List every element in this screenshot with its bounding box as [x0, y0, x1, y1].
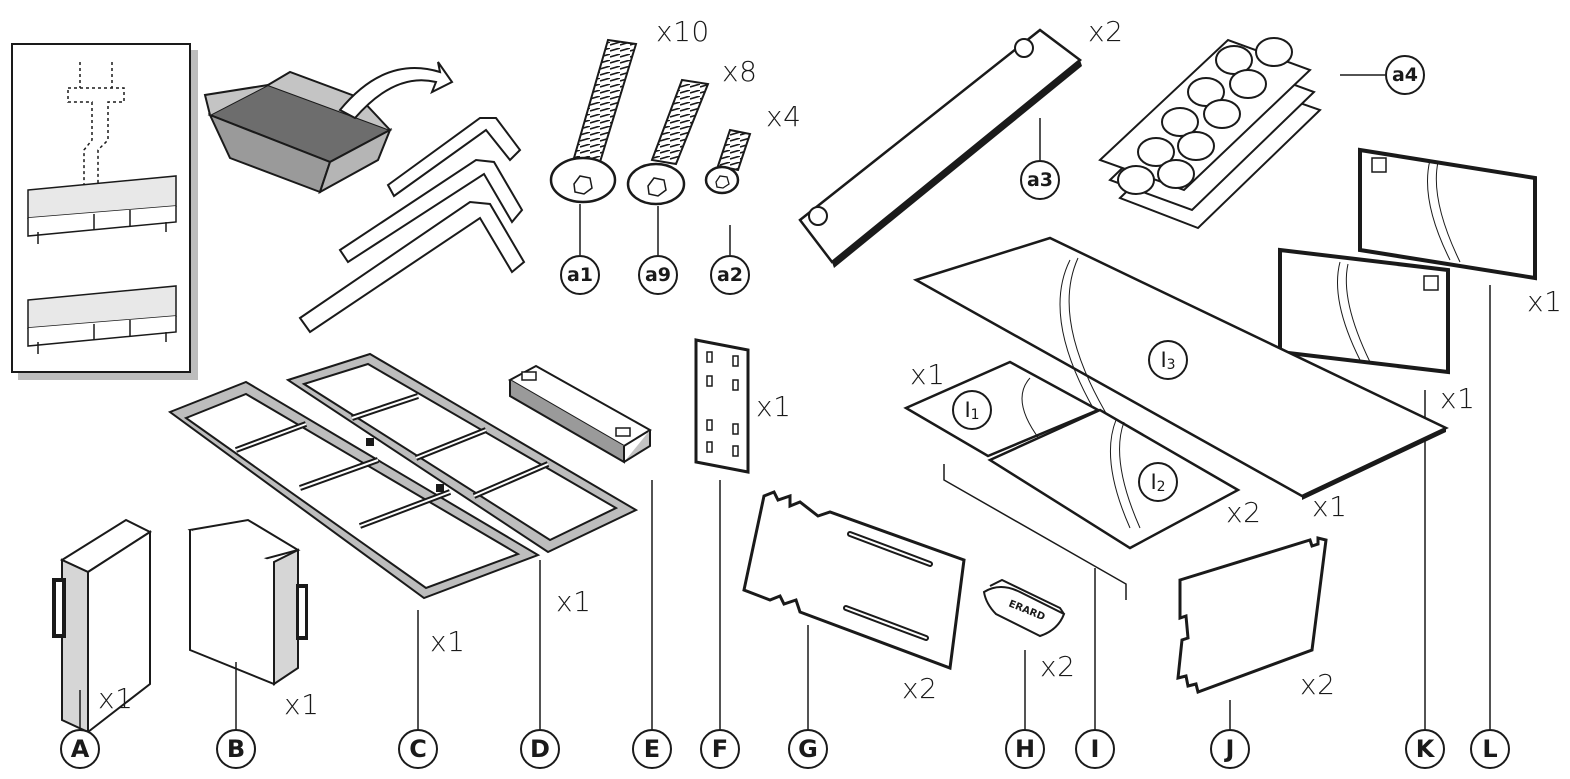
qty-a1: x10: [656, 15, 710, 48]
qty-a9: x8: [722, 55, 758, 88]
qty-j: x2: [1300, 668, 1336, 701]
part-label-c: C: [398, 729, 438, 769]
hardware-label-a3: a3: [1020, 160, 1060, 200]
glass-label-i1-sub: 1: [970, 407, 980, 423]
part-label-i: I: [1075, 729, 1115, 769]
frame-d-icon: [285, 352, 639, 740]
hardware-label-a2: a2: [710, 255, 750, 295]
part-label-d: D: [520, 729, 560, 769]
part-label-g: G: [788, 729, 828, 769]
part-label-b: B: [216, 729, 256, 769]
overview-inset: [11, 43, 198, 380]
part-label-k: K: [1405, 729, 1445, 769]
cardboard-box-icon: [203, 61, 454, 195]
part-label-a: A: [60, 729, 100, 769]
qty-c: x1: [430, 625, 466, 658]
part-label-j: J: [1210, 729, 1250, 769]
glass-label-i1-base: I: [964, 398, 971, 422]
clip-h-icon: ERARD: [982, 578, 1066, 740]
block-a-icon: [52, 518, 153, 740]
screw-a1-icon: [549, 38, 638, 255]
glass-set-bracket: [943, 464, 1127, 740]
qty-f: x1: [756, 390, 792, 423]
glass-label-i3-base: I: [1160, 348, 1167, 372]
qty-i1: x1: [910, 358, 946, 391]
panel-k-icon: [1278, 247, 1450, 740]
plate-a3-icon: [798, 28, 1083, 268]
allen-keys-icon: [298, 117, 526, 334]
part-label-f: F: [700, 729, 740, 769]
qty-g: x2: [902, 672, 938, 705]
qty-i2: x2: [1226, 496, 1262, 529]
glass-label-i2-base: I: [1150, 470, 1157, 494]
panel-g-icon: [742, 490, 966, 740]
plate-f-icon: [694, 338, 750, 740]
qty-a2: x4: [766, 100, 802, 133]
screw-a2-icon: [704, 128, 752, 255]
block-e-icon: [507, 364, 653, 740]
qty-d: x1: [556, 585, 592, 618]
part-label-e: E: [632, 729, 672, 769]
qty-k: x1: [1440, 382, 1476, 415]
part-label-l: L: [1470, 729, 1510, 769]
felt-pads-a4-icon: [1098, 37, 1385, 230]
hardware-label-a9: a9: [638, 255, 678, 295]
glass-label-i3-sub: 3: [1166, 357, 1176, 373]
panel-l-icon: [1358, 147, 1537, 740]
screw-a9-icon: [626, 78, 710, 255]
qty-a: x1: [98, 682, 134, 715]
qty-h: x2: [1040, 650, 1076, 683]
panel-j-icon: [1176, 536, 1328, 740]
block-b-icon: [187, 518, 308, 740]
hardware-label-a1: a1: [560, 255, 600, 295]
qty-a3: x2: [1088, 15, 1124, 48]
qty-l: x1: [1527, 285, 1563, 318]
glass-label-i2-sub: 2: [1156, 479, 1166, 495]
qty-b: x1: [284, 688, 320, 721]
frame-c-icon: [167, 380, 541, 740]
part-label-h: H: [1005, 729, 1045, 769]
hardware-label-a4: a4: [1385, 55, 1425, 95]
qty-i3: x1: [1312, 490, 1348, 523]
glass-i2-icon: [987, 408, 1241, 550]
